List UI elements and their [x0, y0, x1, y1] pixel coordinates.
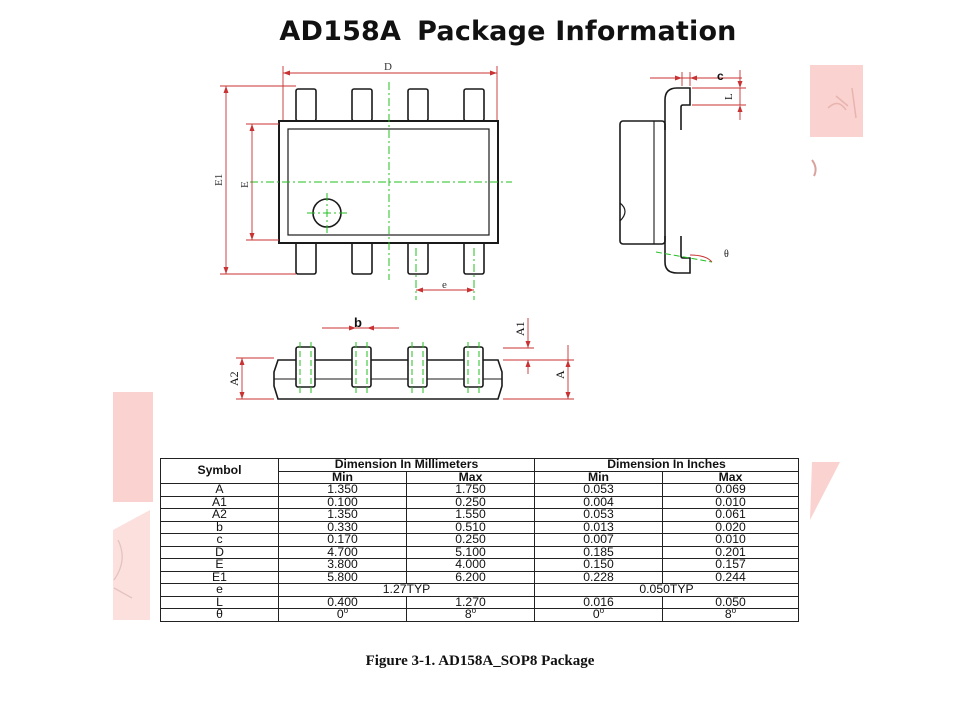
inch-header: Dimension In Inches — [534, 458, 799, 472]
table-row-e: e 1.27TYP 0.050TYP — [160, 583, 799, 597]
lead-top-3 — [407, 88, 429, 122]
label-b: b — [354, 315, 362, 330]
label-e: e — [442, 279, 447, 291]
cell-mm-typ: 1.27TYP — [278, 583, 535, 597]
watermark — [113, 65, 863, 620]
package-body-side — [619, 120, 666, 245]
page-title: AD158A Package Information — [0, 16, 960, 47]
dimension-table: Symbol Dimension In Millimeters Dimensio… — [160, 458, 799, 622]
lead-bottom-2 — [351, 239, 373, 275]
label-theta: θ — [724, 249, 729, 260]
symbol-header: Symbol — [160, 458, 279, 484]
cell-in-min: 0o — [534, 606, 663, 622]
cell-in-max: 8o — [662, 606, 799, 622]
label-A: A — [553, 370, 567, 379]
label-c: c — [717, 69, 724, 83]
cell-symbol: θ — [160, 608, 279, 622]
front-view — [273, 346, 503, 400]
label-D: D — [384, 61, 392, 73]
title-rest: Package Information — [417, 16, 737, 47]
title-part: AD158A — [279, 16, 402, 47]
cell-in-typ: 0.050TYP — [534, 583, 799, 597]
lead-bottom-1 — [295, 239, 317, 275]
label-A2: A2 — [227, 371, 241, 386]
cell-mm-min: 0o — [278, 606, 407, 622]
side-view — [619, 87, 691, 274]
lead-top-4 — [463, 88, 485, 122]
table-row-L: L 0.400 1.270 0.016 0.050 — [160, 595, 799, 609]
lead-top-2 — [351, 88, 373, 122]
figure-caption: Figure 3-1. AD158A_SOP8 Package — [365, 653, 595, 669]
label-E: E — [239, 181, 251, 188]
label-E1: E1 — [213, 174, 225, 186]
mm-header: Dimension In Millimeters — [278, 458, 535, 472]
cell-mm-max: 8o — [406, 606, 535, 622]
lead-bottom-3 — [407, 239, 429, 275]
cell-in-max: 0.244 — [662, 570, 799, 584]
cell-in-min: 0.228 — [534, 570, 663, 584]
label-A1: A1 — [513, 321, 527, 336]
table-row-theta: θ 0o 8o 0o 8o — [160, 606, 799, 622]
lead-top-1 — [295, 88, 317, 122]
label-L: L — [723, 93, 735, 100]
